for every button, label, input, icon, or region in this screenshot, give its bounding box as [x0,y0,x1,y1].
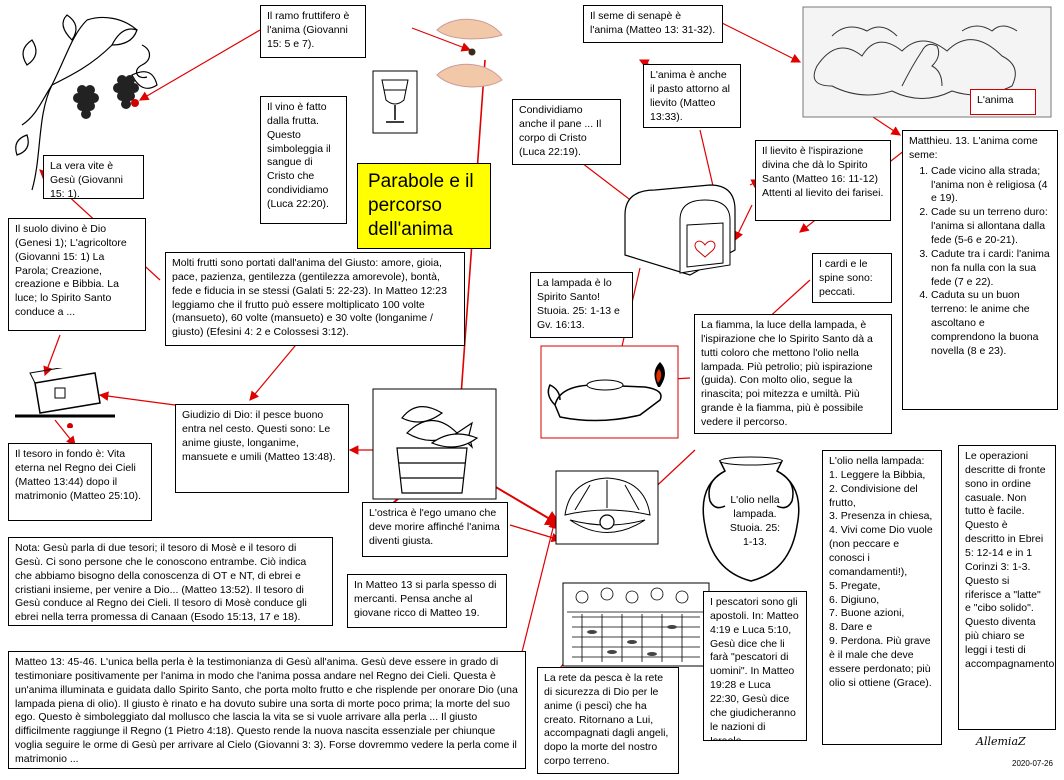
frutti-box: Molti frutti sono portati dall'anima del… [165,252,465,346]
fiamma-box: La fiamma, la luce della lampada, è l'is… [694,314,892,434]
tesoro-text: Il tesoro in fondo è: Vita eterna nel Re… [15,448,142,502]
pasto-text: L'anima è anche il pasto attorno al liev… [650,69,730,123]
date-stamp: 2020-07-26 [1012,759,1053,768]
olio-list-item: 2. Condivisione del frutto, [829,482,918,509]
perla-box: Matteo 13: 45-46. L'unica bella perla è … [8,651,526,769]
frutti-text: Molti frutti sono portati dall'anima del… [172,257,447,339]
ostrica-box: L'ostrica è l'ego umano che deve morire … [362,502,508,557]
pane-text: Condividiamo anche il pane ... Il corpo … [519,104,602,158]
olio-list-item: 3. Presenza in chiesa, [829,510,933,523]
giudizio-box: Giudizio di Dio: il pesce buono entra ne… [175,404,349,493]
matthieu-item: Cade su un terreno duro: l'anima si allo… [931,206,1051,248]
vera-vite-text: La vera vite è Gesù (Giovanni 15: 1). [50,160,123,199]
olio-list-item: 6. Digiuno, [829,593,880,606]
senape-text: Il seme di senapè è l'anima (Matteo 13: … [590,10,716,36]
olio-list-item: 8. Dare e [829,621,873,634]
matthieu-intro: Matthieu. 13. L'anima come seme: [909,135,1038,161]
cardi-text: I cardi e le spine sono: peccati. [819,258,873,298]
matthieu-item: Caduta su un buon terreno: le anime che … [931,289,1051,358]
matthieu-item: Cadute tra i cardi: l'anima non fa nulla… [931,248,1051,290]
fishing-net-illustration [562,582,710,667]
pescatori-text: I pescatori sono gli apostoli. In: Matte… [710,596,799,741]
fish-basket-illustration [372,388,497,500]
vino-text: Il vino è fatto dalla frutta. Questo sim… [267,101,331,211]
ramo-box: Il ramo fruttifero è l'anima (Giovanni 1… [260,5,366,58]
operazioni-text: Le operazioni descritte di fronte sono i… [965,450,1056,670]
olio-jar-label: L'olio nella lampada. Stuoia. 25: 1-13. [722,490,788,554]
perla-text: Matteo 13: 45-46. L'unica bella perla è … [15,656,518,766]
bread-loaf-illustration [624,184,736,276]
fiamma-text: La fiamma, la luce della lampada, è l'is… [701,319,873,429]
matthieu-box: Matthieu. 13. L'anima come seme: Cade vi… [902,130,1058,410]
suolo-text: Il suolo divino è Dio (Genesi 1); L'agri… [15,223,127,319]
rete-text: La rete da pesca è la rete di sicurezza … [544,672,669,768]
page-title: Parabole e il percorso dell'anima [357,163,491,249]
anima-label-box: L'anima [970,89,1036,115]
vino-box: Il vino è fatto dalla frutta. Questo sim… [260,96,347,224]
lievito-text: Il lievito è l'ispirazione divina che dà… [762,145,884,199]
oil-lamp-illustration [540,345,679,439]
tesoro-box: Il tesoro in fondo è: Vita eterna nel Re… [8,443,152,521]
olio-list-item: 7. Buone azioni, [829,607,905,620]
mercanti-text: In Matteo 13 si parla spesso di mercanti… [354,579,497,619]
matthieu-item: Cade vicino alla strada; l'anima non è r… [931,165,1051,207]
olio-list-item: 5. Pregate, [829,579,881,592]
olio-list-box: L'olio nella lampada: 1. Leggere la Bibb… [822,450,942,745]
treasure-chest-illustration [15,368,115,428]
oyster-pearl-illustration [555,470,659,545]
rete-box: La rete da pesca è la rete di sicurezza … [537,667,679,774]
senape-box: Il seme di senapè è l'anima (Matteo 13: … [583,5,723,43]
mercanti-box: In Matteo 13 si parla spesso di mercanti… [347,574,507,628]
vera-vite-box: La vera vite è Gesù (Giovanni 15: 1). [43,155,144,199]
ostrica-text: L'ostrica è l'ego umano che deve morire … [369,507,500,547]
ramo-text: Il ramo fruttifero è l'anima (Giovanni 1… [267,10,350,50]
olio-list-item: 9. Perdona. Più grave è il male che deve… [829,635,932,689]
pescatori-box: I pescatori sono gli apostoli. In: Matte… [703,591,807,741]
grapevine-illustration [15,14,158,191]
nota-box: Nota: Gesù parla di due tesori; il tesor… [8,537,333,626]
olio-list-intro: L'olio nella lampada: [829,455,925,467]
lampada-text: La lampada è lo Spirito Santo! Stuoia. 2… [537,277,620,331]
pane-box: Condividiamo anche il pane ... Il corpo … [512,99,621,165]
title-text: Parabole e il percorso dell'anima [368,171,474,240]
oil-jar-illustration [702,456,800,582]
nota-text: Nota: Gesù parla di due tesori; il tesor… [15,542,307,624]
wine-glass-icon [372,70,418,134]
giudizio-text: Giudizio di Dio: il pesce buono entra ne… [182,409,336,463]
anima-label: L'anima [977,94,1014,106]
lievito-box: Il lievito è l'ispirazione divina che dà… [755,140,891,221]
operazioni-box: Le operazioni descritte di fronte sono i… [958,445,1056,730]
olio-jar-text: L'olio nella lampada. Stuoia. 25: 1-13. [729,494,781,548]
suolo-box: Il suolo divino è Dio (Genesi 1); L'agri… [8,218,146,331]
author-signature: AllemiaZ [976,735,1026,748]
olio-list-item: 4. Vivi come Dio vuole (non peccare e co… [829,524,933,578]
olio-list-item: 1. Leggere la Bibbia, [829,468,926,481]
lampada-box: La lampada è lo Spirito Santo! Stuoia. 2… [530,272,633,338]
cardi-box: I cardi e le spine sono: peccati. [812,253,892,303]
pasto-box: L'anima è anche il pasto attorno al liev… [643,64,741,128]
mustard-seed-fingers-illustration [436,18,503,88]
